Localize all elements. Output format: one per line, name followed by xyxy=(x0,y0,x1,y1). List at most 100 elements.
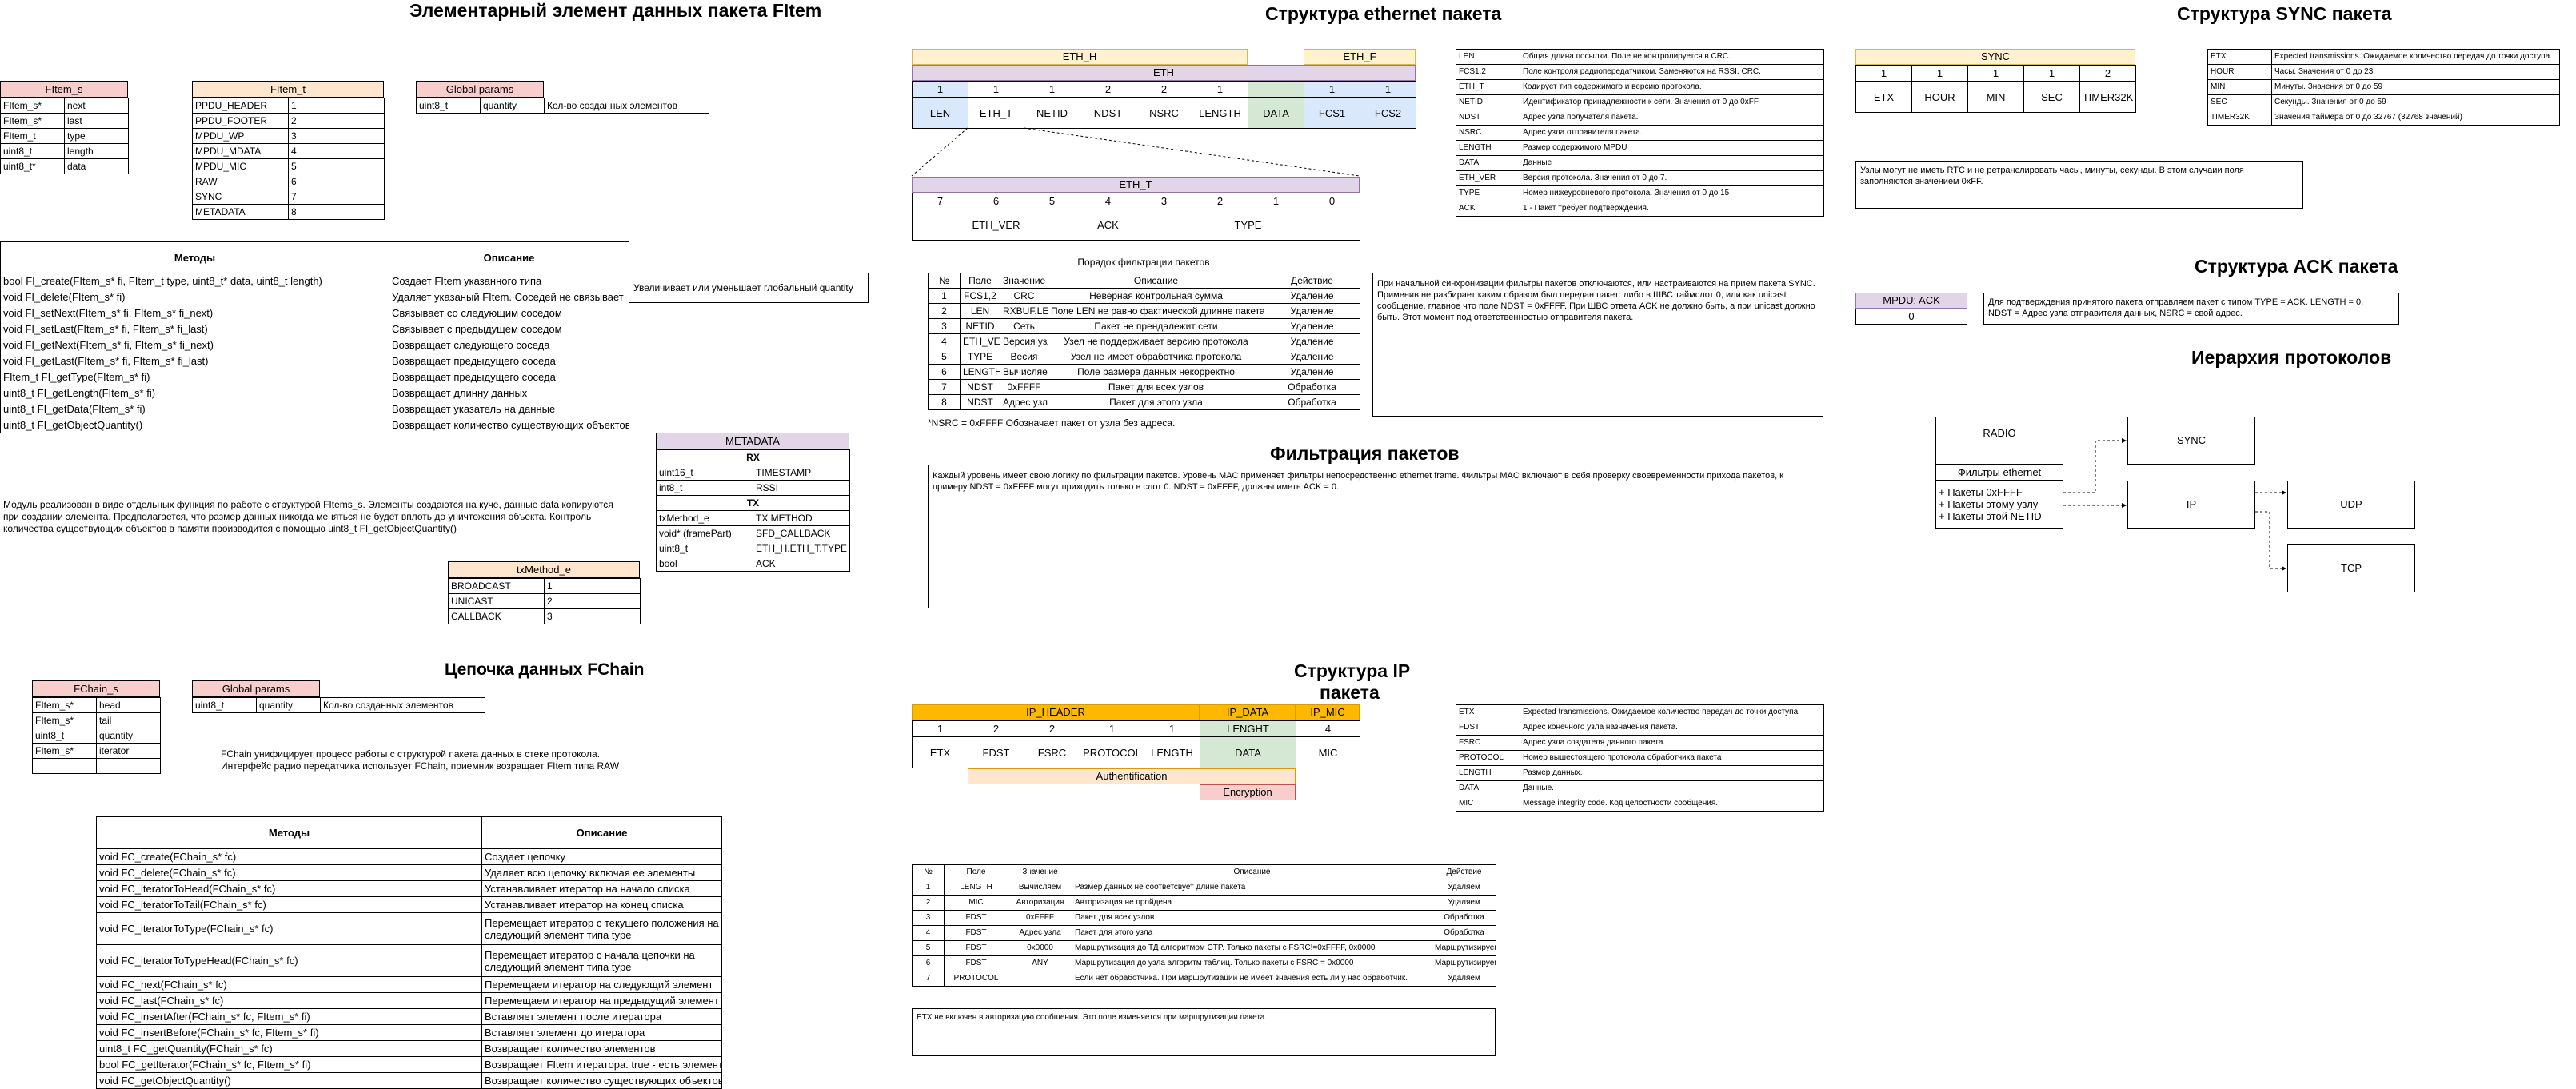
fitem-s-cell: FItem_t xyxy=(0,128,65,144)
fc-method-row: void FC_insertAfter(FChain_s* fc, FItem_… xyxy=(96,1008,722,1025)
eth-t-bit: 6 xyxy=(968,193,1024,209)
ip-filter-cell: Маршрутизация до узла алгоритм таблиц. Т… xyxy=(1072,955,1432,971)
ip-desc-cell: Данные. xyxy=(1520,780,1824,796)
ip-desc-cell: PROTOCOL xyxy=(1456,750,1520,766)
eth-filter-cell: Вычисляем xyxy=(1000,364,1048,380)
eth-field-data: DATA xyxy=(1248,97,1304,129)
ip-field-mic: MIC xyxy=(1296,736,1360,768)
eth-desc-cell: Поле контроля радиопередатчиком. Заменяю… xyxy=(1520,64,1824,80)
fitem-module-note: Модуль реализован в виде отдельных функц… xyxy=(3,499,613,534)
ip-filter-cell: Маршрутизируем xyxy=(1432,955,1496,971)
eth-filter-cell: TYPE xyxy=(960,349,1000,365)
ip-desc-cell: FDST xyxy=(1456,720,1520,736)
eth-filter-head: Описание xyxy=(1048,273,1264,289)
eth-filter-cell: 2 xyxy=(928,303,961,319)
ip-filter-cell: 0xFFFF xyxy=(1008,910,1072,926)
fc-method-row: void FC_iteratorToHead(FChain_s* fc)Уста… xyxy=(96,880,722,897)
fc-method-cell: Перемещает итератор с текущего положения… xyxy=(481,912,722,945)
hier-item-this-node: + Пакеты этому узлу xyxy=(1939,498,2039,510)
eth-filter-cell: LEN xyxy=(960,303,1000,319)
ip-filter-cell: 3 xyxy=(912,910,945,926)
hier-udp: UDP xyxy=(2287,481,2415,529)
sync-field-timer32k: TIMER32K xyxy=(2079,81,2136,113)
eth-filter-cell: Удаление xyxy=(1264,364,1360,380)
fc-method-row: void FC_next(FChain_s* fc)Перемещаем ите… xyxy=(96,976,722,993)
fitem-t-cell: PPDU_FOOTER xyxy=(192,113,289,129)
eth-t-ack: ACK xyxy=(1080,209,1136,241)
ip-size-cell: 4 xyxy=(1296,720,1360,737)
meta-rx-label: RX xyxy=(655,449,851,465)
title-ack: Структура ACK пакета xyxy=(2195,256,2398,277)
eth-filter-cell: 3 xyxy=(928,318,961,334)
fchain-row: FItem_s*iterator xyxy=(32,743,161,759)
fc-method-row: void FC_getObjectQuantity()Возвращает ко… xyxy=(96,1072,722,1089)
ip-field-fsrc: FSRC xyxy=(1024,736,1080,768)
eth-filter-cell: 8 xyxy=(928,394,961,410)
fc-methods-head: Методы xyxy=(96,816,482,849)
eth-filter-cell: Весия xyxy=(1000,349,1048,365)
fitem-s-cell: length xyxy=(64,143,129,159)
eth-filter-cell: Обработка xyxy=(1264,394,1360,410)
fitem-s-header: FItem_s xyxy=(0,81,128,98)
global-params-header: Global params xyxy=(416,81,544,98)
eth-t-type: TYPE xyxy=(1136,209,1360,241)
fi-method-cell: uint8_t FI_getLength(FItem_s* fi) xyxy=(0,385,389,401)
eth-filter-cell: NETID xyxy=(960,318,1000,334)
fi-method-row: void FI_getNext(FItem_s* fi, FItem_s* fi… xyxy=(0,337,629,353)
ip-filter-cell: 7 xyxy=(912,971,945,987)
ip-filter-cell: Пакет для этого узла xyxy=(1072,925,1432,941)
fc-method-cell: Перемещает итератор с начала цепочки на … xyxy=(481,944,722,977)
ip-header-bar: IP_HEADER xyxy=(912,704,1200,720)
eth-t-bit: 1 xyxy=(1248,193,1304,209)
ip-desc-cell: Message integrity code. Код целостности … xyxy=(1520,796,1824,812)
eth-filter-head: Поле xyxy=(960,273,1000,289)
title-ip-2: пакета xyxy=(1320,682,1380,703)
eth-desc-cell: ACK xyxy=(1456,201,1520,217)
eth-filter-row: 6LENGTHВычисляемПоле размера данных неко… xyxy=(928,364,1360,380)
eth-filter-cell: Удаление xyxy=(1264,333,1360,349)
meta-cell: SFD_CALLBACK xyxy=(752,525,851,541)
ip-filter-cell: FDST xyxy=(944,955,1008,971)
eth-size-cell: 1 xyxy=(1192,81,1248,98)
fchain-cell: tail xyxy=(96,712,161,728)
fi-method-cell: Возвращает предыдущего соседа xyxy=(389,369,629,385)
ip-filter-cell: Удаляем xyxy=(1432,971,1496,987)
fc-desc-head: Описание xyxy=(481,816,722,849)
ip-field-protocol: PROTOCOL xyxy=(1080,736,1144,768)
title-fchain: Цепочка данных FChain xyxy=(445,660,645,679)
eth-t-bar: ETH_T xyxy=(912,177,1360,193)
fc-method-cell: uint8_t FC_getQuantity(FChain_s* fc) xyxy=(96,1040,482,1057)
ip-size-cell: 1 xyxy=(1144,720,1200,737)
sync-size-cell: 1 xyxy=(1911,65,1968,82)
txmethod-cell: CALLBACK xyxy=(448,608,545,624)
meta-cell: bool xyxy=(656,556,753,572)
fi-method-row: void FI_setLast(FItem_s* fi, FItem_s* fi… xyxy=(0,321,629,337)
ip-enc-bar: Encryption xyxy=(1200,784,1296,800)
fc-method-cell: void FC_iteratorToTail(FChain_s* fc) xyxy=(96,896,482,913)
ip-filter-cell: Обработка xyxy=(1432,910,1496,926)
ip-desc-cell: Адрес конечного узла назначения пакета. xyxy=(1520,720,1824,736)
eth-field-netid: NETID xyxy=(1024,97,1080,129)
eth-t-ver: ETH_VER xyxy=(912,209,1080,241)
fitem-s-cell: last xyxy=(64,113,129,129)
fitem-t-cell: 2 xyxy=(288,113,385,129)
